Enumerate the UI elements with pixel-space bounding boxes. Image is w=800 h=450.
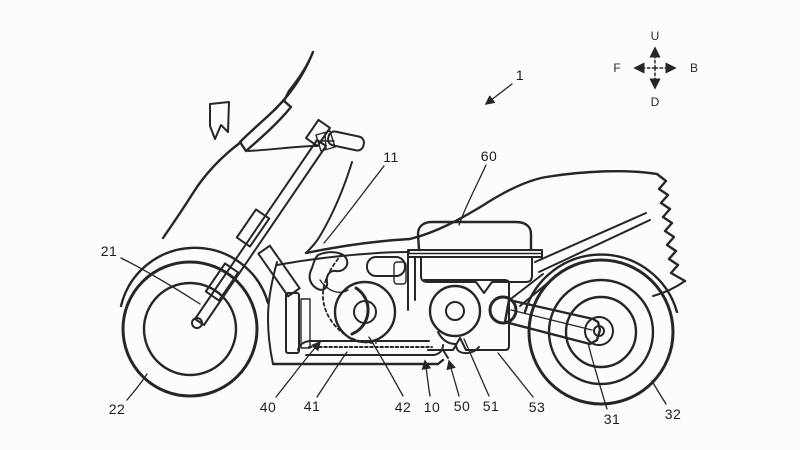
front-fender [119, 246, 270, 308]
front-fork [194, 118, 331, 326]
ref-label-41: 41 [304, 398, 321, 414]
radiator-slant [257, 244, 301, 298]
battery-box [393, 220, 543, 311]
compass-up-label: U [651, 29, 660, 43]
ref-label-40: 40 [260, 399, 277, 415]
ref-label-21: 21 [101, 243, 118, 259]
hidden-exhaust-line [322, 253, 348, 337]
grab-rail [534, 212, 651, 273]
leader-40 [275, 340, 321, 398]
leader-50 [446, 359, 460, 397]
leader-32 [651, 380, 667, 405]
leader-60 [458, 164, 487, 226]
orientation-compass: U D F B [613, 29, 698, 109]
front-wheel [119, 246, 270, 398]
ref-label-10: 10 [424, 399, 441, 415]
ref-label-42: 42 [395, 399, 412, 415]
tail-break-edge [655, 172, 687, 283]
rear-wheel [523, 253, 679, 406]
ref-label-50: 50 [454, 398, 471, 414]
leader-1 [484, 83, 513, 105]
leader-10 [421, 359, 432, 397]
ref-label-60: 60 [481, 148, 498, 164]
ref-label-1: 1 [516, 67, 524, 83]
engine-unit [257, 244, 510, 366]
front-fairing [161, 140, 353, 365]
ref-label-53: 53 [529, 399, 546, 415]
leader-lines [120, 83, 667, 410]
compass-front-label: F [613, 61, 620, 75]
compass-down-label: D [651, 95, 660, 109]
compass-back-label: B [690, 61, 698, 75]
leader-11 [323, 165, 385, 244]
reference-labels: 1 11 60 21 22 40 41 42 10 50 51 53 31 32 [101, 67, 682, 427]
leader-31 [587, 342, 608, 410]
leader-41 [316, 351, 348, 398]
leader-51 [463, 338, 490, 397]
body-seat-profile [276, 169, 687, 297]
rear-fender [523, 253, 679, 314]
handlebar-grip [315, 130, 365, 152]
ref-label-22: 22 [109, 401, 126, 417]
ref-label-51: 51 [483, 398, 500, 414]
leader-42 [368, 336, 404, 397]
leader-21 [120, 257, 201, 305]
ref-label-32: 32 [665, 406, 682, 422]
leader-22 [126, 373, 148, 401]
ref-label-31: 31 [604, 411, 621, 427]
leader-53 [497, 352, 534, 398]
mirror [209, 101, 230, 140]
windscreen [209, 50, 315, 153]
ref-label-11: 11 [383, 149, 399, 165]
